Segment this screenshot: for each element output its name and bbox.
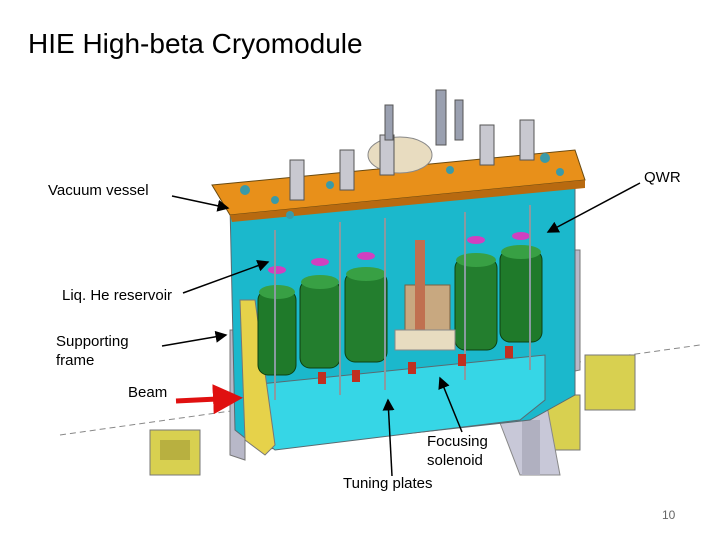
slide-title: HIE High-beta Cryomodule [28,28,363,59]
leader-qwr [546,182,641,233]
cavity-group [257,245,543,376]
beam-arrow [175,384,243,415]
top-flange-edge [230,180,585,222]
label-focusing-solenoid-line1: Focusing [427,433,488,450]
cavity-top-rings [268,232,530,274]
label-beam: Beam [128,384,168,401]
page-number: 10 [662,508,676,522]
label-focusing-solenoid: Focusing solenoid [427,432,488,470]
label-supporting-frame-line2: frame [56,352,95,369]
label-focusing-solenoid-line2: solenoid [427,452,483,469]
label-supporting-frame: Supporting frame [56,332,129,370]
flange-bolts [240,153,564,219]
side-flange [239,299,276,456]
leader-liq-he-reservoir [182,259,270,294]
label-tuning-plates: Tuning plates [343,475,433,492]
central-port-plate [367,136,433,174]
label-liq-he-reservoir: Liq. He reservoir [62,287,173,304]
focusing-solenoid-assembly [394,240,456,351]
leader-vacuum-vessel [171,195,230,212]
leader-tuning-plates [382,398,395,477]
label-supporting-frame-line1: Supporting [56,333,129,350]
top-ports [289,89,535,201]
suspension-rods [274,205,531,400]
label-qwr: QWR [644,169,681,186]
right-support-pedestal [494,354,636,476]
leader-supporting-frame [161,330,228,347]
leader-focusing-solenoid [438,376,463,433]
left-support-pedestal [149,429,201,476]
leader-lines [161,182,641,477]
label-vacuum-vessel: Vacuum vessel [48,182,149,199]
tuning-plates [318,346,513,384]
